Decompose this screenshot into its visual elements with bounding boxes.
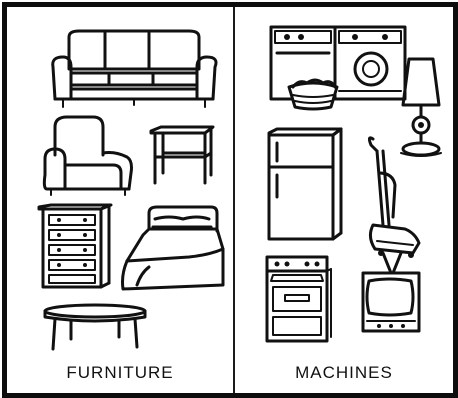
television-icon [359, 251, 425, 335]
dresser-icon [37, 203, 115, 293]
furniture-panel: FURNITURE [7, 7, 233, 393]
vacuum-cleaner-icon [363, 133, 429, 261]
furniture-label: FURNITURE [7, 363, 233, 383]
sofa-icon [49, 29, 221, 111]
machines-panel: MACHINES [235, 7, 453, 393]
stove-icon [263, 255, 333, 347]
end-table-icon [149, 125, 215, 187]
armchair-icon [41, 115, 137, 199]
machines-label: MACHINES [235, 363, 453, 383]
coffee-table-icon [41, 303, 149, 353]
refrigerator-icon [263, 127, 345, 245]
bed-icon [119, 205, 227, 295]
laundry-basket-icon [285, 77, 341, 111]
